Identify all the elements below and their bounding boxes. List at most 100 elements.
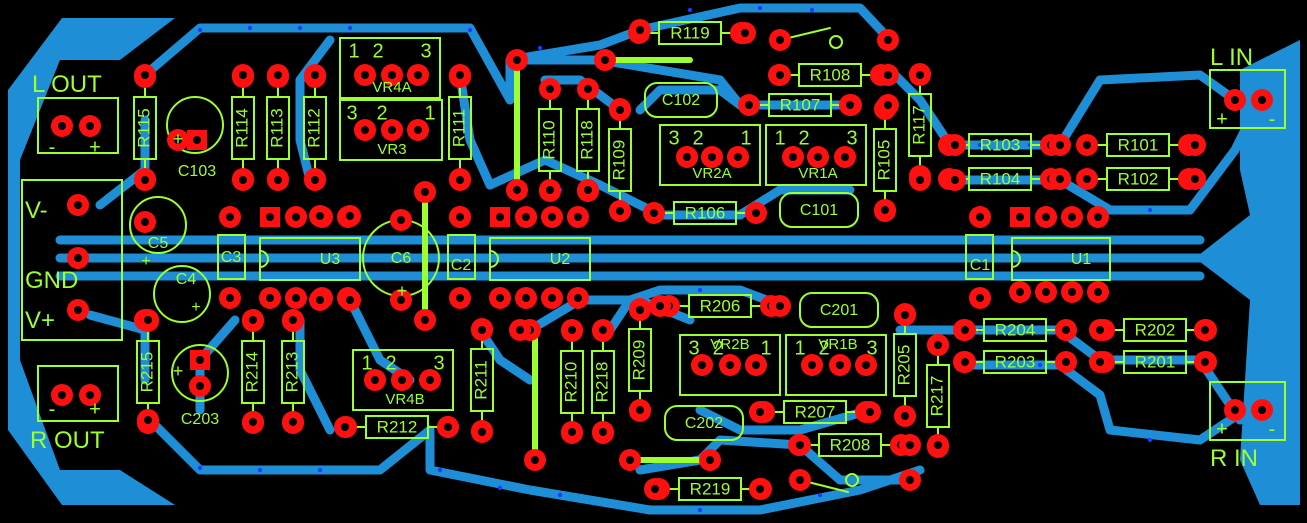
resistor-label: R109 — [609, 140, 628, 181]
pad-hole — [916, 176, 924, 184]
capacitor-label: C203 — [181, 411, 219, 428]
pad-hole — [1042, 213, 1050, 221]
resistor-label: R202 — [1135, 320, 1176, 339]
pad-hole — [239, 176, 247, 184]
electrolytic-cap-outline — [166, 96, 224, 154]
capacitor-label: C3 — [221, 249, 242, 266]
polarity-minus: - — [49, 398, 56, 420]
pad-hole — [776, 71, 784, 79]
pad-hole — [636, 306, 644, 314]
pad-hole — [1258, 406, 1266, 414]
pad-hole — [961, 326, 969, 334]
pad-hole — [584, 186, 592, 194]
capacitor-label: C102 — [662, 92, 700, 109]
pot-pin-label: 3 — [688, 337, 699, 359]
pad-hole — [726, 361, 734, 369]
resistor-label: R104 — [980, 169, 1021, 188]
l-out-label: L OUT — [32, 71, 102, 98]
pot-pin-label: 3 — [433, 352, 444, 374]
via — [247, 25, 253, 31]
pot-pin-label: 2 — [818, 337, 829, 359]
polarity-plus: + — [89, 398, 101, 420]
resistor-label: R211 — [471, 360, 490, 399]
pad-hole — [650, 209, 658, 217]
pad-hole — [574, 294, 582, 302]
pad-hole — [951, 141, 959, 149]
pad-hole — [1094, 288, 1102, 296]
resistor-label: R110 — [539, 120, 558, 159]
pot-pin-label: 2 — [798, 127, 809, 149]
pad-hole — [316, 296, 324, 304]
pad-hole — [516, 326, 524, 334]
pads — [51, 19, 1273, 500]
pad-hole — [906, 476, 914, 484]
resistor-label: R213 — [282, 352, 301, 393]
pad-hole — [796, 441, 804, 449]
via — [557, 492, 563, 498]
pad-hole — [1231, 96, 1239, 104]
pad-hole — [311, 176, 319, 184]
pad-hole — [683, 153, 691, 161]
pad-hole — [752, 209, 760, 217]
pad-hole — [651, 485, 659, 493]
pad-hole — [599, 428, 607, 436]
resistor-label: R205 — [894, 345, 913, 386]
resistor-label: R209 — [629, 340, 648, 381]
pad-hole — [841, 153, 849, 161]
resistor-label: R103 — [980, 135, 1021, 154]
gnd-label: GND — [25, 267, 78, 294]
resistor-label: R101 — [1118, 135, 1159, 154]
pot-label: VR1B — [818, 336, 857, 353]
pad-hole — [656, 302, 664, 310]
potentiometer-outline — [765, 124, 867, 186]
pad-hole — [292, 213, 300, 221]
pad-hole — [239, 71, 247, 79]
pad-hole — [361, 126, 369, 134]
pad-hole — [548, 294, 556, 302]
pot-pin-label: 2 — [372, 40, 383, 62]
pad-hole — [388, 126, 396, 134]
pad-hole — [846, 101, 854, 109]
pad-hole — [1096, 326, 1104, 334]
switch-contact — [845, 473, 859, 487]
resistor-label: R201 — [1135, 352, 1176, 371]
pad-hole — [884, 71, 892, 79]
pad-hole — [289, 316, 297, 324]
pad-hole — [341, 423, 349, 431]
resistor-label: R210 — [561, 362, 580, 403]
pad-hole — [397, 216, 405, 224]
pad-hole — [881, 206, 889, 214]
ic-notch — [489, 250, 499, 268]
capacitor-label: C103 — [178, 163, 216, 180]
pad-hole — [901, 311, 909, 319]
ic-notch — [1011, 250, 1021, 268]
pad-hole — [398, 376, 406, 384]
capacitor-label: C202 — [685, 415, 723, 432]
pot-label: VR2B — [710, 336, 749, 353]
pot-pin-label: 2 — [692, 127, 703, 149]
pad-hole — [574, 213, 582, 221]
pad-hole — [193, 136, 201, 144]
via — [497, 485, 503, 491]
pad-hole — [862, 361, 870, 369]
pot-pin-label: 3 — [668, 127, 679, 149]
via — [297, 25, 303, 31]
pad-hole — [976, 213, 984, 221]
ceramic-cap-outline — [644, 82, 718, 118]
ceramic-cap-outline — [799, 292, 879, 328]
pad-hole — [456, 176, 464, 184]
jumper-wires — [422, 27, 859, 493]
pad-hole — [568, 326, 576, 334]
pad-hole — [776, 302, 784, 310]
pad-hole — [397, 296, 405, 304]
pad-hole — [274, 176, 282, 184]
capacitor-label: C101 — [800, 202, 838, 219]
resistor-label: R105 — [874, 140, 893, 181]
pad-hole — [1201, 326, 1209, 334]
pad-hole — [58, 391, 66, 399]
pad-hole — [414, 126, 422, 134]
pad-hole — [86, 391, 94, 399]
via — [697, 507, 703, 513]
pad-hole — [568, 428, 576, 436]
